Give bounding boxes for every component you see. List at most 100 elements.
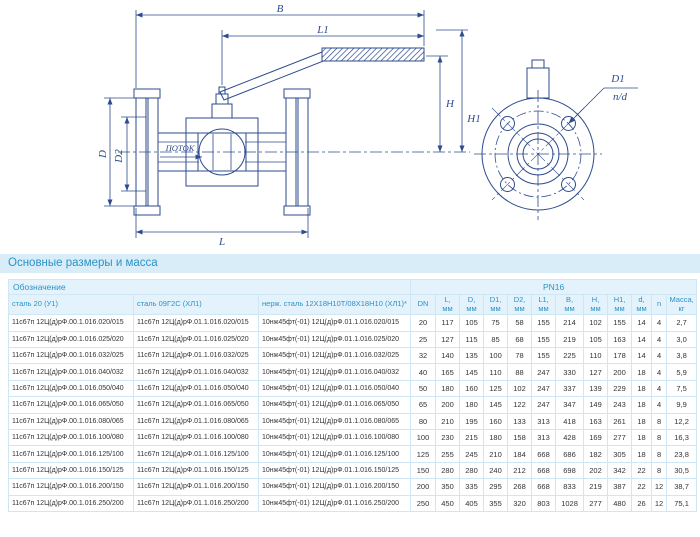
value-cell: 5,9 (666, 363, 698, 381)
value-cell: 139 (583, 379, 609, 398)
value-cell: 102 (507, 379, 533, 398)
value-cell: 127 (435, 330, 461, 349)
designation-cell: 11с67п 12Ц(д)рФ.01.1.016.150/125 (133, 461, 259, 480)
section-title: Основные размеры и масса (8, 257, 158, 269)
designation-cell: 11с67п 12Ц(д)рФ.01.1.016.040/032 (133, 363, 259, 381)
value-cell: 140 (435, 347, 461, 365)
dim-label-d1: D1 (610, 73, 624, 85)
designation-cell: 11с67п 12Ц(д)рФ.00.1.016.020/015 (8, 314, 134, 332)
value-cell: 195 (459, 412, 485, 430)
designation-cell: 11с67п 12Ц(д)рФ.01.1.016.250/200 (133, 494, 259, 512)
value-cell: 184 (507, 445, 533, 463)
value-cell: 32 (410, 347, 437, 365)
value-cell: 342 (607, 461, 633, 480)
value-cell: 210 (483, 445, 509, 463)
designation-cell: 11с67п 12Ц(д)рФ.01.1.016.125/100 (133, 445, 259, 463)
column-header: L,мм (435, 293, 461, 316)
value-cell: 78 (507, 347, 533, 365)
valve-tube (157, 132, 287, 172)
designation-cell: 11с67п 12Ц(д)рФ.01.1.016.020/015 (133, 314, 259, 332)
value-cell: 110 (483, 363, 509, 381)
value-cell: 30,5 (666, 461, 698, 480)
value-cell: 4 (651, 330, 668, 349)
value-cell: 1028 (555, 494, 585, 512)
value-cell: 350 (435, 478, 461, 496)
designation-cell: 11с67п 12Ц(д)рФ.00.1.016.065/050 (8, 396, 134, 414)
designation-cell: 11с67п 12Ц(д)рФ.00.1.016.050/040 (8, 379, 134, 398)
column-header: n (651, 293, 668, 316)
value-cell: 255 (435, 445, 461, 463)
designation-cell: 10нж45фт(-01) 12Ц(д)рФ.01.1.016.040/032 (257, 363, 412, 381)
column-header: Масса,кг (666, 293, 698, 316)
value-cell: 160 (459, 379, 485, 398)
designation-cell: 11с67п 12Ц(д)рФ.00.1.016.125/100 (8, 445, 134, 463)
designation-cell: 11с67п 12Ц(д)рФ.00.1.016.025/020 (8, 330, 134, 349)
value-cell: 833 (555, 478, 585, 496)
column-header: DN (410, 293, 437, 316)
value-cell: 480 (607, 494, 633, 512)
valve-drawing-svg: B L1 H H1 D D2 L D1 n/d ПОТОК (97, 3, 638, 248)
value-cell: 686 (555, 445, 585, 463)
column-header: D1,мм (483, 293, 509, 316)
ball (198, 128, 246, 176)
value-cell: 313 (531, 428, 557, 447)
value-cell: 145 (459, 363, 485, 381)
value-cell: 305 (607, 445, 633, 463)
value-cell: 12,2 (666, 412, 698, 430)
value-cell: 75 (483, 314, 509, 332)
value-cell: 163 (607, 330, 633, 349)
valve-end-view (474, 59, 638, 220)
value-cell: 280 (459, 461, 485, 480)
value-cell: 125 (483, 379, 509, 398)
value-cell: 200 (607, 363, 633, 381)
value-cell: 335 (459, 478, 485, 496)
d1-leader (568, 87, 605, 124)
value-cell: 200 (410, 478, 437, 496)
value-cell: 65 (410, 396, 437, 414)
bolt-top-left (133, 88, 161, 99)
designation-cell: 11с67п 12Ц(д)рФ.01.1.016.032/025 (133, 347, 259, 365)
designation-cell: 11с67п 12Ц(д)рФ.00.1.016.150/125 (8, 461, 134, 480)
valve-section-view (118, 47, 470, 216)
dim-label-d2: D2 (113, 149, 125, 164)
designation-cell: 11с67п 12Ц(д)рФ.00.1.016.032/025 (8, 347, 134, 365)
value-cell: 178 (607, 347, 633, 365)
value-cell: 145 (483, 396, 509, 414)
designation-group-header: Обозначение (7, 279, 412, 295)
value-cell: 12 (651, 478, 668, 496)
value-cell: 155 (531, 314, 557, 332)
column-header-row: сталь 20 (У1)сталь 09Г2С (ХЛ1)нерж. стал… (8, 293, 698, 316)
column-header: H1,мм (607, 293, 633, 316)
value-cell: 277 (583, 494, 609, 512)
value-cell: 102 (583, 314, 609, 332)
value-cell: 155 (531, 330, 557, 349)
value-cell: 8 (651, 445, 668, 463)
value-cell: 16,3 (666, 428, 698, 447)
dim-label-h: H (445, 98, 455, 110)
value-cell: 243 (607, 396, 633, 414)
designation-cell: 10нж45фт(-01) 12Ц(д)рФ.01.1.016.025/020 (257, 330, 412, 349)
column-header: B,мм (555, 293, 585, 316)
value-cell: 240 (483, 461, 509, 480)
designation-cell: 10нж45фт(-01) 12Ц(д)рФ.01.1.016.032/025 (257, 347, 412, 365)
value-cell: 405 (459, 494, 485, 512)
value-cell: 115 (459, 330, 485, 349)
value-cell: 18 (631, 363, 653, 381)
value-cell: 355 (483, 494, 509, 512)
value-cell: 105 (583, 330, 609, 349)
value-cell: 125 (410, 445, 437, 463)
group-header-row: Обозначение PN16 (7, 279, 698, 295)
column-header: H,мм (583, 293, 609, 316)
value-cell: 7,5 (666, 379, 698, 398)
value-cell: 182 (583, 445, 609, 463)
value-cell: 418 (555, 412, 585, 430)
value-cell: 230 (435, 428, 461, 447)
value-cell: 668 (531, 445, 557, 463)
value-cell: 122 (507, 396, 533, 414)
designation-cell: 11с67п 12Ц(д)рФ.01.1.016.025/020 (133, 330, 259, 349)
designation-cell: 10нж45фт(-01) 12Ц(д)рФ.01.1.016.100/080 (257, 428, 412, 447)
designation-cell: 11с67п 12Ц(д)рФ.00.1.016.080/065 (8, 412, 134, 430)
column-header: нерж. сталь 12Х18Н10Т/08Х18Н10 (ХЛ1)* (257, 293, 412, 316)
